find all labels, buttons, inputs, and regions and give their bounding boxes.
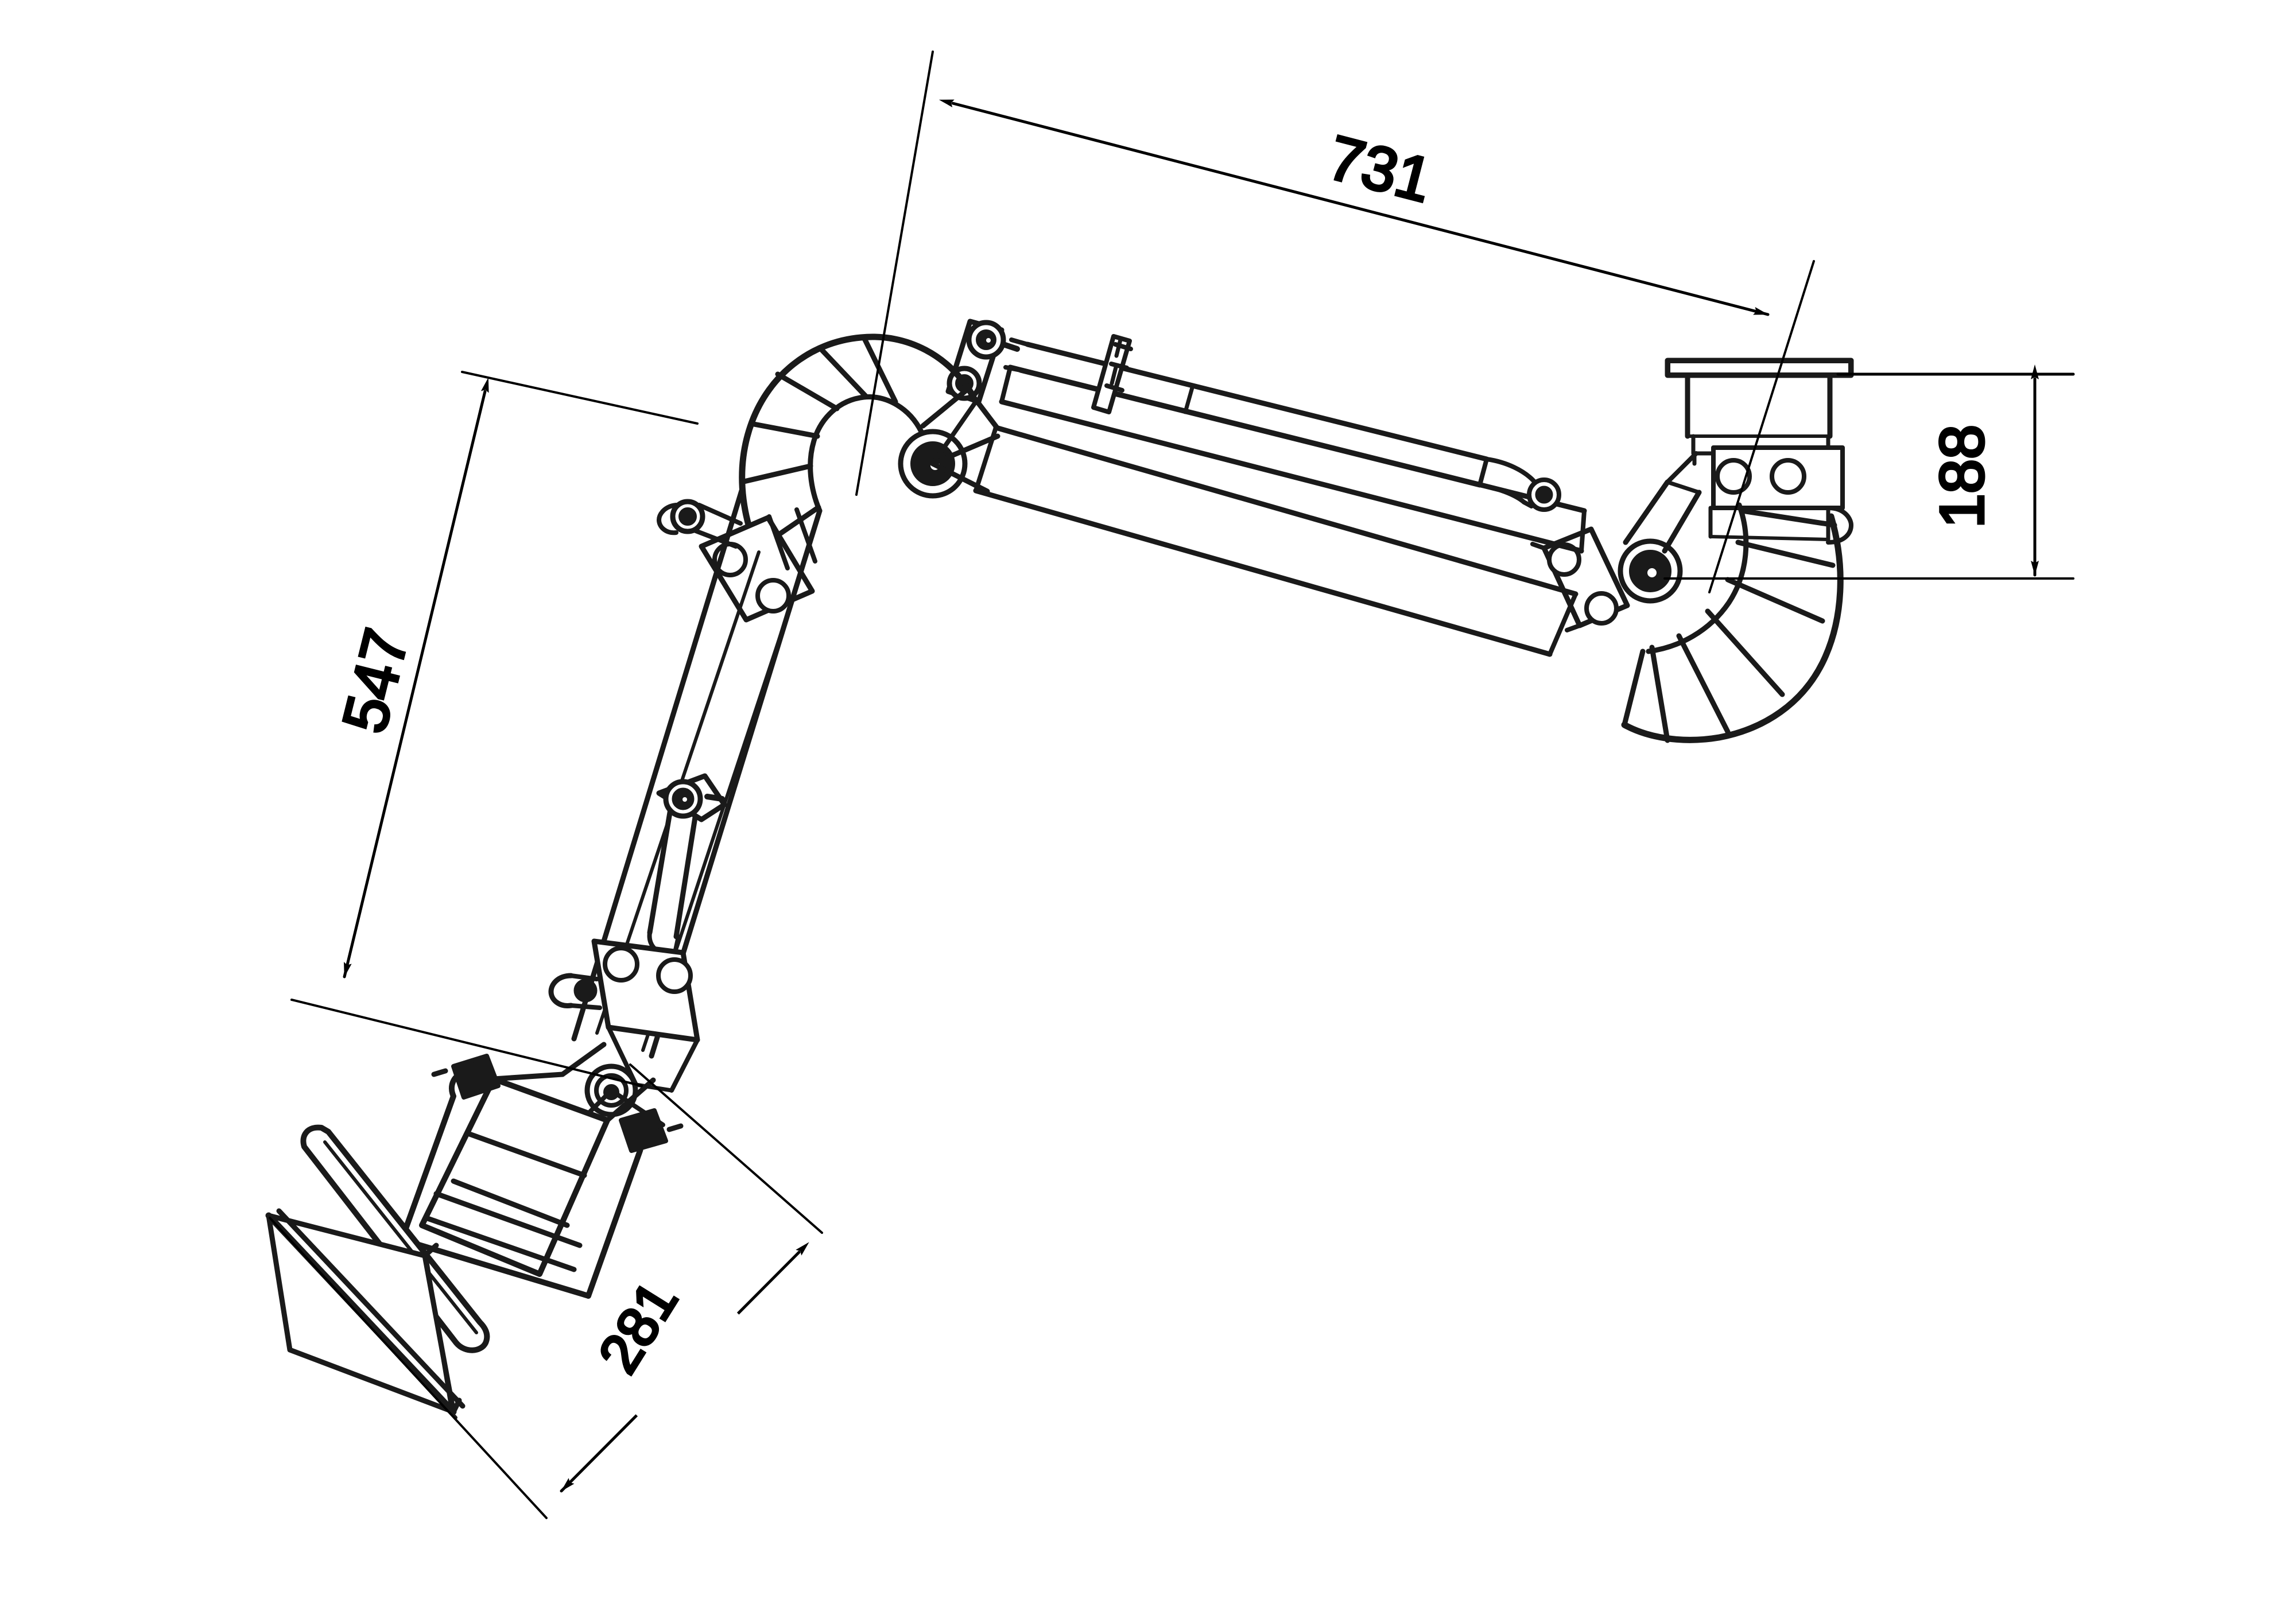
hood-pivot-joint [560,1063,665,1141]
flexible-bellows-elbow-right [1621,502,1844,743]
mid-elbow-bellows [739,333,999,554]
wall-mount-flange [1665,358,1854,545]
extension-line-547-a [461,371,699,425]
arm-bracket-plate-right [1530,526,1630,632]
dimension-line-547 [343,377,489,979]
dimension-line-731 [938,99,1770,316]
friction-brake-bracket [548,938,700,1093]
extension-line-281-b [269,1217,548,1519]
extension-line-281-a [629,1063,823,1234]
strut-clamp [1091,334,1133,414]
dimension-label-281-mask [556,1233,759,1436]
dimension-188: 188 [1663,364,2075,580]
extension-line-547-b [290,999,643,1087]
upper-pivot-joint-right [1618,451,1702,604]
extension-line-731-a [855,51,934,496]
dimension-281: 281 [269,1063,823,1519]
mid-pivot-joint [898,399,1000,499]
extension-line-731-b [1708,260,1815,593]
dimension-annotations: 731 547 188 281 [269,51,2075,1519]
hood-handle-bar [300,1124,490,1353]
dimension-label-188: 188 [1927,425,1996,528]
